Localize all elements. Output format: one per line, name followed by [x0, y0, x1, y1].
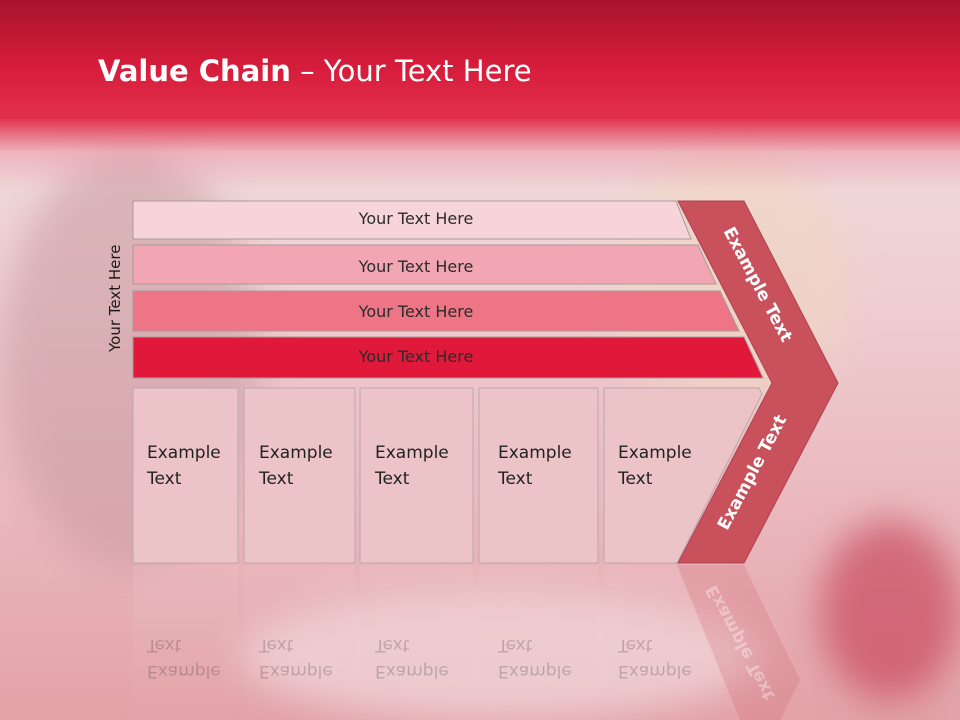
column-label-3: Example Text: [375, 443, 449, 489]
row-bar-3: [132, 290, 740, 332]
column-reflection-4: [479, 565, 598, 720]
column-label-4: Example Text: [498, 443, 572, 489]
page-title: Value Chain – Your Text Here: [98, 54, 532, 88]
chevron-arrow: [677, 200, 839, 564]
row-bar-4: [132, 336, 764, 379]
column-label-reflection-4: Example Text: [498, 635, 572, 681]
row-label-4: Your Text Here: [358, 347, 474, 366]
column-label-5: Example Text: [618, 443, 692, 489]
column-label-reflection-5: Example Text: [618, 635, 692, 681]
column-reflection-3: [360, 565, 473, 720]
column-reflection-1: [133, 565, 238, 720]
column-label-reflection-2: Example Text: [259, 635, 333, 681]
column-label-1: Example Text: [147, 443, 221, 489]
row-label-2: Your Text Here: [358, 257, 474, 276]
row-label-1: Your Text Here: [358, 209, 474, 228]
column-label-2: Example Text: [259, 443, 333, 489]
column-box-5: [603, 387, 763, 564]
row-bar-1: [132, 200, 692, 240]
column-box-4: [478, 387, 599, 564]
arrow-reflection: [677, 565, 800, 720]
photo-books: [820, 520, 960, 700]
row-bar-2: [132, 244, 717, 285]
title-rest: – Your Text Here: [290, 54, 532, 88]
header-band: [0, 0, 960, 190]
column-box-3: [359, 387, 474, 564]
column-reflection-5: [604, 565, 724, 720]
row-label-3: Your Text Here: [358, 302, 474, 321]
column-box-2: [243, 387, 356, 564]
column-reflection-2: [244, 565, 355, 720]
column-label-reflection-3: Example Text: [375, 635, 449, 681]
column-reflections: [133, 565, 800, 720]
column-box-1: [132, 387, 239, 564]
column-label-reflection-1: Example Text: [147, 635, 221, 681]
title-bold: Value Chain: [98, 54, 291, 88]
